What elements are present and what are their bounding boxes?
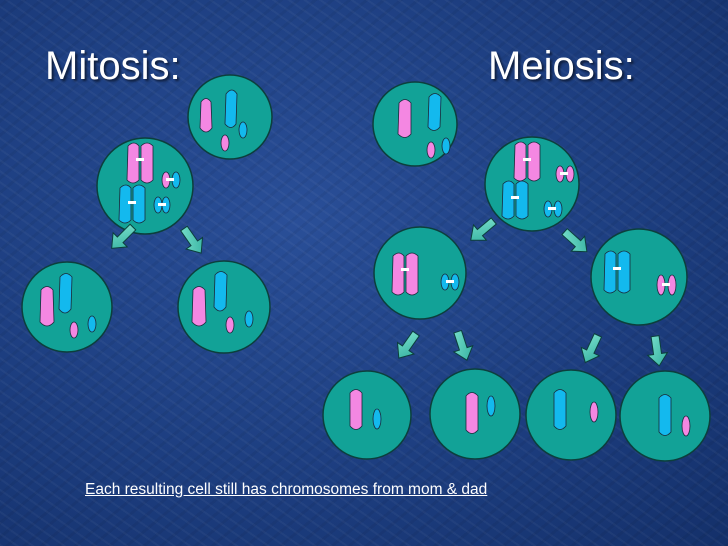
- mitosis-title: Mitosis:: [45, 44, 181, 88]
- mitosis-daughter-cell-right: [177, 260, 271, 354]
- meiosis-intermediate-cell-left: [373, 226, 467, 320]
- meiosis-arrow-left: [470, 217, 498, 241]
- meiosis-arrow-2: [452, 329, 474, 361]
- meiosis-arrow-3: [580, 332, 603, 364]
- mitosis-daughter-cell-left: [21, 261, 113, 353]
- meiosis-arrow-1: [396, 330, 421, 359]
- caption-text: Each resulting cell still has chromosome…: [85, 481, 488, 498]
- mitosis-arrow-right: [179, 225, 204, 254]
- meiosis-gamete-4: [619, 370, 711, 462]
- mitosis-arrow-left: [111, 223, 137, 249]
- meiosis-gamete-2: [429, 368, 521, 460]
- mitosis-parent-cell: [187, 74, 273, 160]
- meiosis-gamete-3: [525, 369, 617, 461]
- meiosis-title: Meiosis:: [488, 44, 635, 88]
- meiosis-intermediate-cell-right: [590, 228, 688, 326]
- meiosis-dividing-cell: [484, 136, 580, 232]
- meiosis-arrow-right: [561, 227, 588, 253]
- meiosis-gamete-1: [322, 370, 412, 460]
- meiosis-parent-cell: [372, 81, 458, 167]
- mitosis-dividing-cell: [96, 137, 194, 235]
- meiosis-arrow-4: [646, 335, 669, 367]
